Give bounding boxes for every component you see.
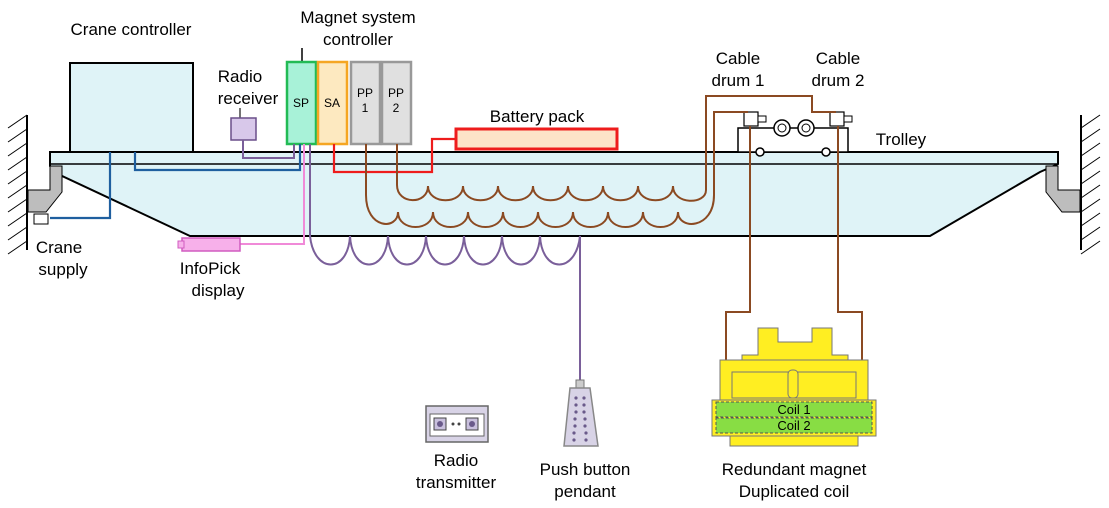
cable-drum-1-label-line2: drum 1 xyxy=(712,71,765,90)
left-end-truck xyxy=(27,165,63,225)
magnet-controller-label-line2: controller xyxy=(323,30,393,49)
coil-1-label: Coil 1 xyxy=(777,402,810,417)
radio-receiver xyxy=(230,108,257,141)
infopick-label-line2: display xyxy=(192,281,245,300)
radio-transmitter xyxy=(425,405,489,443)
radio-receiver-label-line2: receiver xyxy=(218,89,279,108)
coil-2-label: Coil 2 xyxy=(777,418,810,433)
trolley xyxy=(737,111,853,157)
coil-2 xyxy=(715,417,873,434)
crane-supply-cables xyxy=(50,144,302,220)
infopick-label-line1: InfoPick xyxy=(180,259,241,278)
magnet-label-line2: Duplicated coil xyxy=(739,482,850,501)
push-button-pendant xyxy=(563,379,599,447)
magnet-system-controller xyxy=(285,48,413,146)
cable-drum-2-label-line2: drum 2 xyxy=(812,71,865,90)
cable-drum-2-label-line1: Cable xyxy=(816,49,860,68)
left-wall xyxy=(7,114,28,255)
pendant-label-line1: Push button xyxy=(540,460,631,479)
radio-receiver-label-line1: Radio xyxy=(218,67,262,86)
right-end-truck xyxy=(1045,165,1081,213)
crane-controller-box xyxy=(69,62,194,153)
receiver-cable xyxy=(242,140,295,159)
right-wall xyxy=(1080,114,1101,255)
magnet-controller-label-line1: Magnet system xyxy=(300,8,415,27)
magnet-label-line1: Redundant magnet xyxy=(722,460,867,479)
pp1-label-line2: 1 xyxy=(362,101,369,115)
pendant-festoon-cable xyxy=(309,144,581,380)
radio-transmitter-label-line1: Radio xyxy=(434,451,478,470)
sp-module xyxy=(285,60,318,146)
pp2-label-line1: PP xyxy=(388,86,404,100)
cable-drum-1-label-line1: Cable xyxy=(716,49,760,68)
battery-cable xyxy=(332,137,456,174)
crane-supply-label-line1: Crane xyxy=(36,238,82,257)
radio-transmitter-label-line2: transmitter xyxy=(416,473,497,492)
pp1-label-line1: PP xyxy=(357,86,373,100)
crane-controller-label: Crane controller xyxy=(71,20,192,39)
redundant-magnet xyxy=(711,327,877,447)
trolley-label: Trolley xyxy=(876,130,927,149)
sp-label: SP xyxy=(293,96,309,110)
infopick-display xyxy=(177,237,241,252)
sa-module xyxy=(316,60,349,146)
crane-supply-label-line2: supply xyxy=(38,260,88,279)
infopick-cable xyxy=(240,144,305,245)
battery-pack-label: Battery pack xyxy=(490,107,585,126)
coil-1 xyxy=(715,401,873,418)
pp2-label-line2: 2 xyxy=(393,101,400,115)
sa-label: SA xyxy=(324,96,340,110)
pendant-label-line2: pendant xyxy=(554,482,616,501)
battery-pack xyxy=(454,127,619,151)
